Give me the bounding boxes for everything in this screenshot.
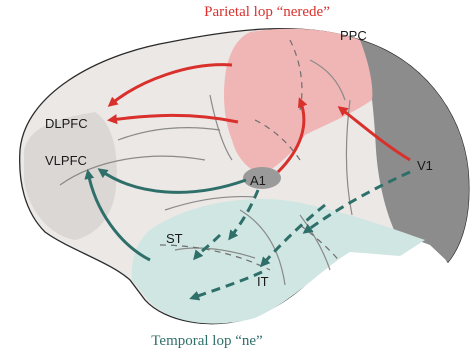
label-vlpfc: VLPFC [45,153,87,168]
label-ppc: PPC [340,28,367,43]
label-v1: V1 [417,158,433,173]
label-st: ST [166,231,183,246]
label-dlpfc: DLPFC [45,116,88,131]
label-a1: A1 [250,173,266,188]
label-it: IT [257,274,269,289]
